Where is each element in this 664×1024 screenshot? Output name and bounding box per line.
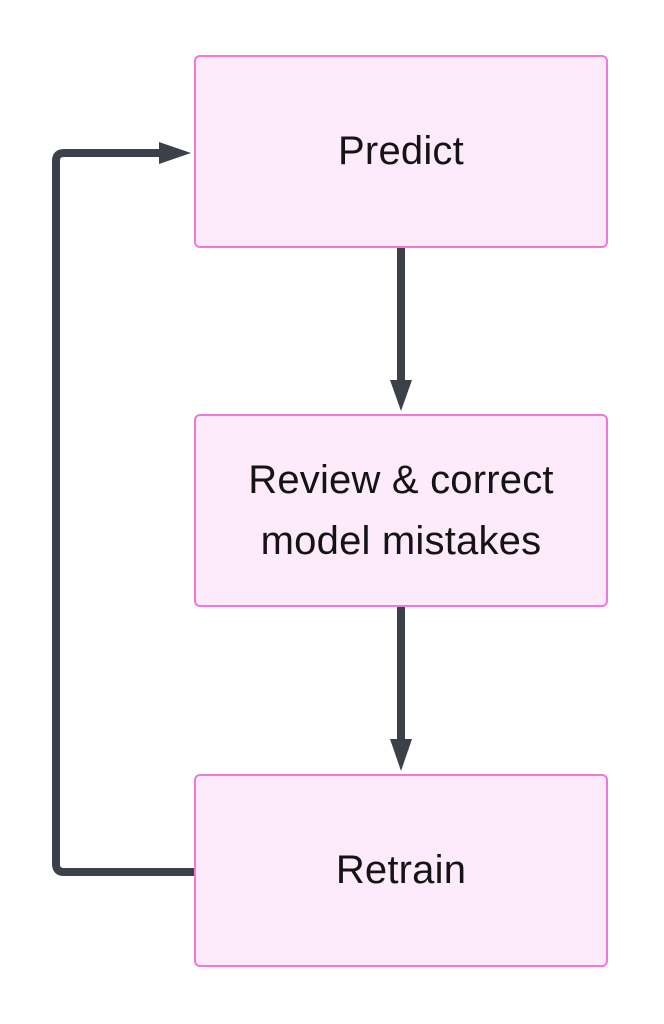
node-review-correct: Review & correct model mistakes xyxy=(194,414,608,607)
node-predict: Predict xyxy=(194,55,608,248)
edge-review-to-retrain xyxy=(390,603,412,771)
edge-retrain-to-predict xyxy=(52,142,198,876)
node-review-correct-label: Review & correct model mistakes xyxy=(248,457,554,563)
node-retrain-label: Retrain xyxy=(335,848,467,892)
edge-predict-to-review xyxy=(390,244,412,411)
node-predict-label: Predict xyxy=(338,129,464,173)
node-retrain: Retrain xyxy=(194,774,608,967)
